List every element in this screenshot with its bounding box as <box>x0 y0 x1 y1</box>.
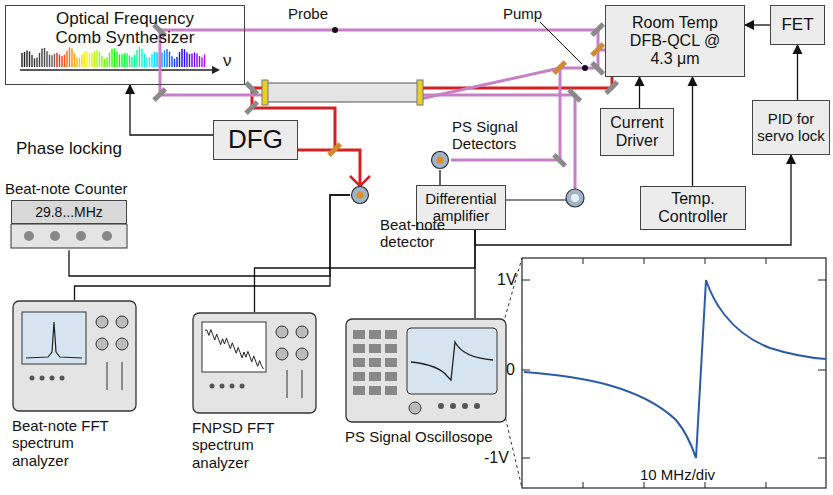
detector-label: Beat-note detector <box>380 216 456 251</box>
detector-wire <box>506 199 566 200</box>
detector: PS Signal Detectors <box>430 118 550 170</box>
detector: Beat-note detector <box>350 186 458 260</box>
probe-marker <box>332 27 338 33</box>
signal-wire <box>797 45 798 100</box>
instrument-label: Beat-note FFT spectrum analyzer <box>12 417 127 469</box>
instrument-label: FNPSD FFT spectrum analyzer <box>192 419 307 471</box>
inset-plot-frame <box>522 258 826 488</box>
beam-arrow <box>350 176 370 186</box>
detector-label: PS Signal Detectors <box>452 118 548 153</box>
annotation-label: Pump <box>503 6 542 23</box>
box-label: PID for servo lock <box>757 111 825 145</box>
signal-wire <box>639 77 640 108</box>
box-label: Current Driver <box>605 114 669 150</box>
counter-display: 29.8...MHz <box>11 200 127 224</box>
probe-beam <box>160 30 605 189</box>
pump-marker <box>582 65 588 71</box>
frequency-axis <box>20 69 212 71</box>
gas-cell <box>265 83 420 102</box>
instrument-body <box>192 312 317 414</box>
edge-label: Phase locking <box>14 140 124 159</box>
cell-window <box>417 80 423 105</box>
detector-symbol <box>350 186 370 206</box>
box-label: DFG <box>228 125 283 154</box>
counter-knobs <box>5 224 133 250</box>
signal-wire <box>745 24 770 25</box>
dfg-box: DFG <box>213 120 298 160</box>
laser-box: Room Temp DFB-QCL @ 4.3 μm <box>605 5 745 77</box>
leader-line <box>540 22 582 64</box>
instrument-label: PS Signal Oscillosope <box>345 428 497 445</box>
instrument-body <box>12 300 137 412</box>
comb-synthesizer: Optical Frequency Comb Synthesizer <box>5 5 245 85</box>
signal-wire <box>439 170 440 185</box>
annotation-label: 1V <box>497 271 517 289</box>
signal-wire <box>255 230 476 312</box>
box-label: Optical Frequency Comb Synthesizer <box>40 9 210 47</box>
annotation-label: -1V <box>484 449 509 467</box>
fft-analyzer: Beat-note FFT spectrum analyzer <box>12 300 137 469</box>
red-beam <box>252 77 612 150</box>
annotation-label: Probe <box>288 6 328 23</box>
axis-arrowhead <box>212 66 220 74</box>
controller-box: Temp. Controller <box>640 186 746 230</box>
counter-reading: 29.8...MHz <box>16 204 122 220</box>
oscilloscope: PS Signal Oscillosope <box>345 318 507 445</box>
detector-symbol <box>571 194 579 202</box>
fft-analyzer: FNPSD FFT spectrum analyzer <box>192 312 317 471</box>
instrument-label: Beat-note Counter <box>5 180 133 197</box>
annotation-label: 10 MHz/div <box>640 467 715 484</box>
comb-spectrum <box>22 47 205 67</box>
signal-wire <box>692 77 693 186</box>
signal-wire <box>475 155 791 245</box>
fet-box: FET <box>770 5 825 45</box>
driver-box: Current Driver <box>600 108 674 156</box>
reference-beam <box>451 68 560 160</box>
instrument-body <box>345 318 507 423</box>
box-label: FET <box>781 15 813 34</box>
annotation-label: ν <box>223 52 232 71</box>
cell-window <box>262 80 268 105</box>
box-label: Temp. Controller <box>645 190 741 226</box>
detector-symbol <box>430 151 450 171</box>
box-label: Room Temp DFB-QCL @ 4.3 μm <box>625 14 725 68</box>
counter-instrument: Beat-note Counter 29.8...MHz <box>5 180 133 250</box>
detector-symbol <box>566 189 584 207</box>
pid-box: PID for servo lock <box>752 100 830 155</box>
annotation-label: 0 <box>506 361 515 379</box>
beam-splitters <box>327 42 605 157</box>
signal-wire <box>130 85 213 135</box>
mirrors <box>152 22 619 168</box>
ps-signal-trace <box>524 280 826 458</box>
plot-ticks <box>522 258 826 488</box>
